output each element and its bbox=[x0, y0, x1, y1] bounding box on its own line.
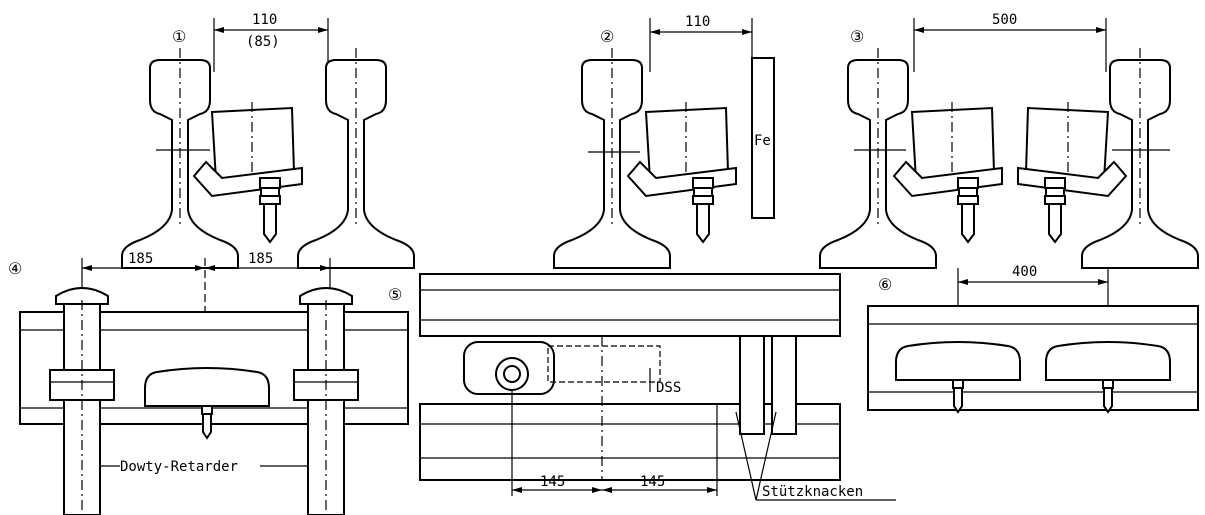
insulator bbox=[692, 177, 714, 243]
track-magnet-right bbox=[1017, 101, 1127, 197]
track-magnet bbox=[144, 367, 270, 439]
track-magnet bbox=[193, 101, 303, 197]
dss-box bbox=[547, 345, 661, 383]
panel-2: ② 110 Fe bbox=[553, 14, 775, 269]
support-left bbox=[739, 335, 765, 435]
track-magnet bbox=[627, 101, 737, 197]
panel-3-number: ③ bbox=[850, 27, 864, 46]
support-label: Stützknacken bbox=[762, 484, 863, 500]
panel-4-dimension-left: 185 bbox=[128, 251, 153, 267]
panel-1: ① 110 (85) bbox=[121, 12, 415, 269]
insulator bbox=[259, 177, 281, 243]
panel-6-dimension: 400 bbox=[1012, 264, 1037, 280]
panel-2-number: ② bbox=[600, 27, 614, 46]
panel-3: ③ 500 bbox=[819, 12, 1199, 269]
panel-5-number: ⑤ bbox=[388, 285, 402, 304]
panel-5: ⑤ DSS 145 145 Stützknacken bbox=[388, 273, 896, 501]
panel-4-dimension-right: 185 bbox=[248, 251, 273, 267]
panel-4: ④ 185 185 Dowty-Retarder bbox=[8, 251, 409, 515]
dss-label: DSS bbox=[656, 380, 681, 396]
panel-4-number: ④ bbox=[8, 259, 22, 278]
panel-1-number: ① bbox=[172, 27, 186, 46]
panel-5-dimension-right: 145 bbox=[640, 474, 665, 490]
panel-3-dimension: 500 bbox=[992, 12, 1017, 28]
panel-5-dimension-left: 145 bbox=[540, 474, 565, 490]
panel-6: ⑥ 400 bbox=[867, 264, 1199, 413]
support-right bbox=[771, 335, 797, 435]
insulator-right bbox=[1044, 177, 1066, 243]
panel-1-dimension-alt: (85) bbox=[246, 34, 280, 50]
panel-1-dimension: 110 bbox=[252, 12, 277, 28]
panel-6-number: ⑥ bbox=[878, 275, 892, 294]
track-magnet-left bbox=[893, 101, 1003, 197]
panel-2-dimension: 110 bbox=[685, 14, 710, 30]
iron-wall bbox=[751, 57, 775, 219]
insulator-left bbox=[957, 177, 979, 243]
retarder-label: Dowty-Retarder bbox=[120, 459, 238, 475]
wall-label: Fe bbox=[754, 133, 771, 149]
